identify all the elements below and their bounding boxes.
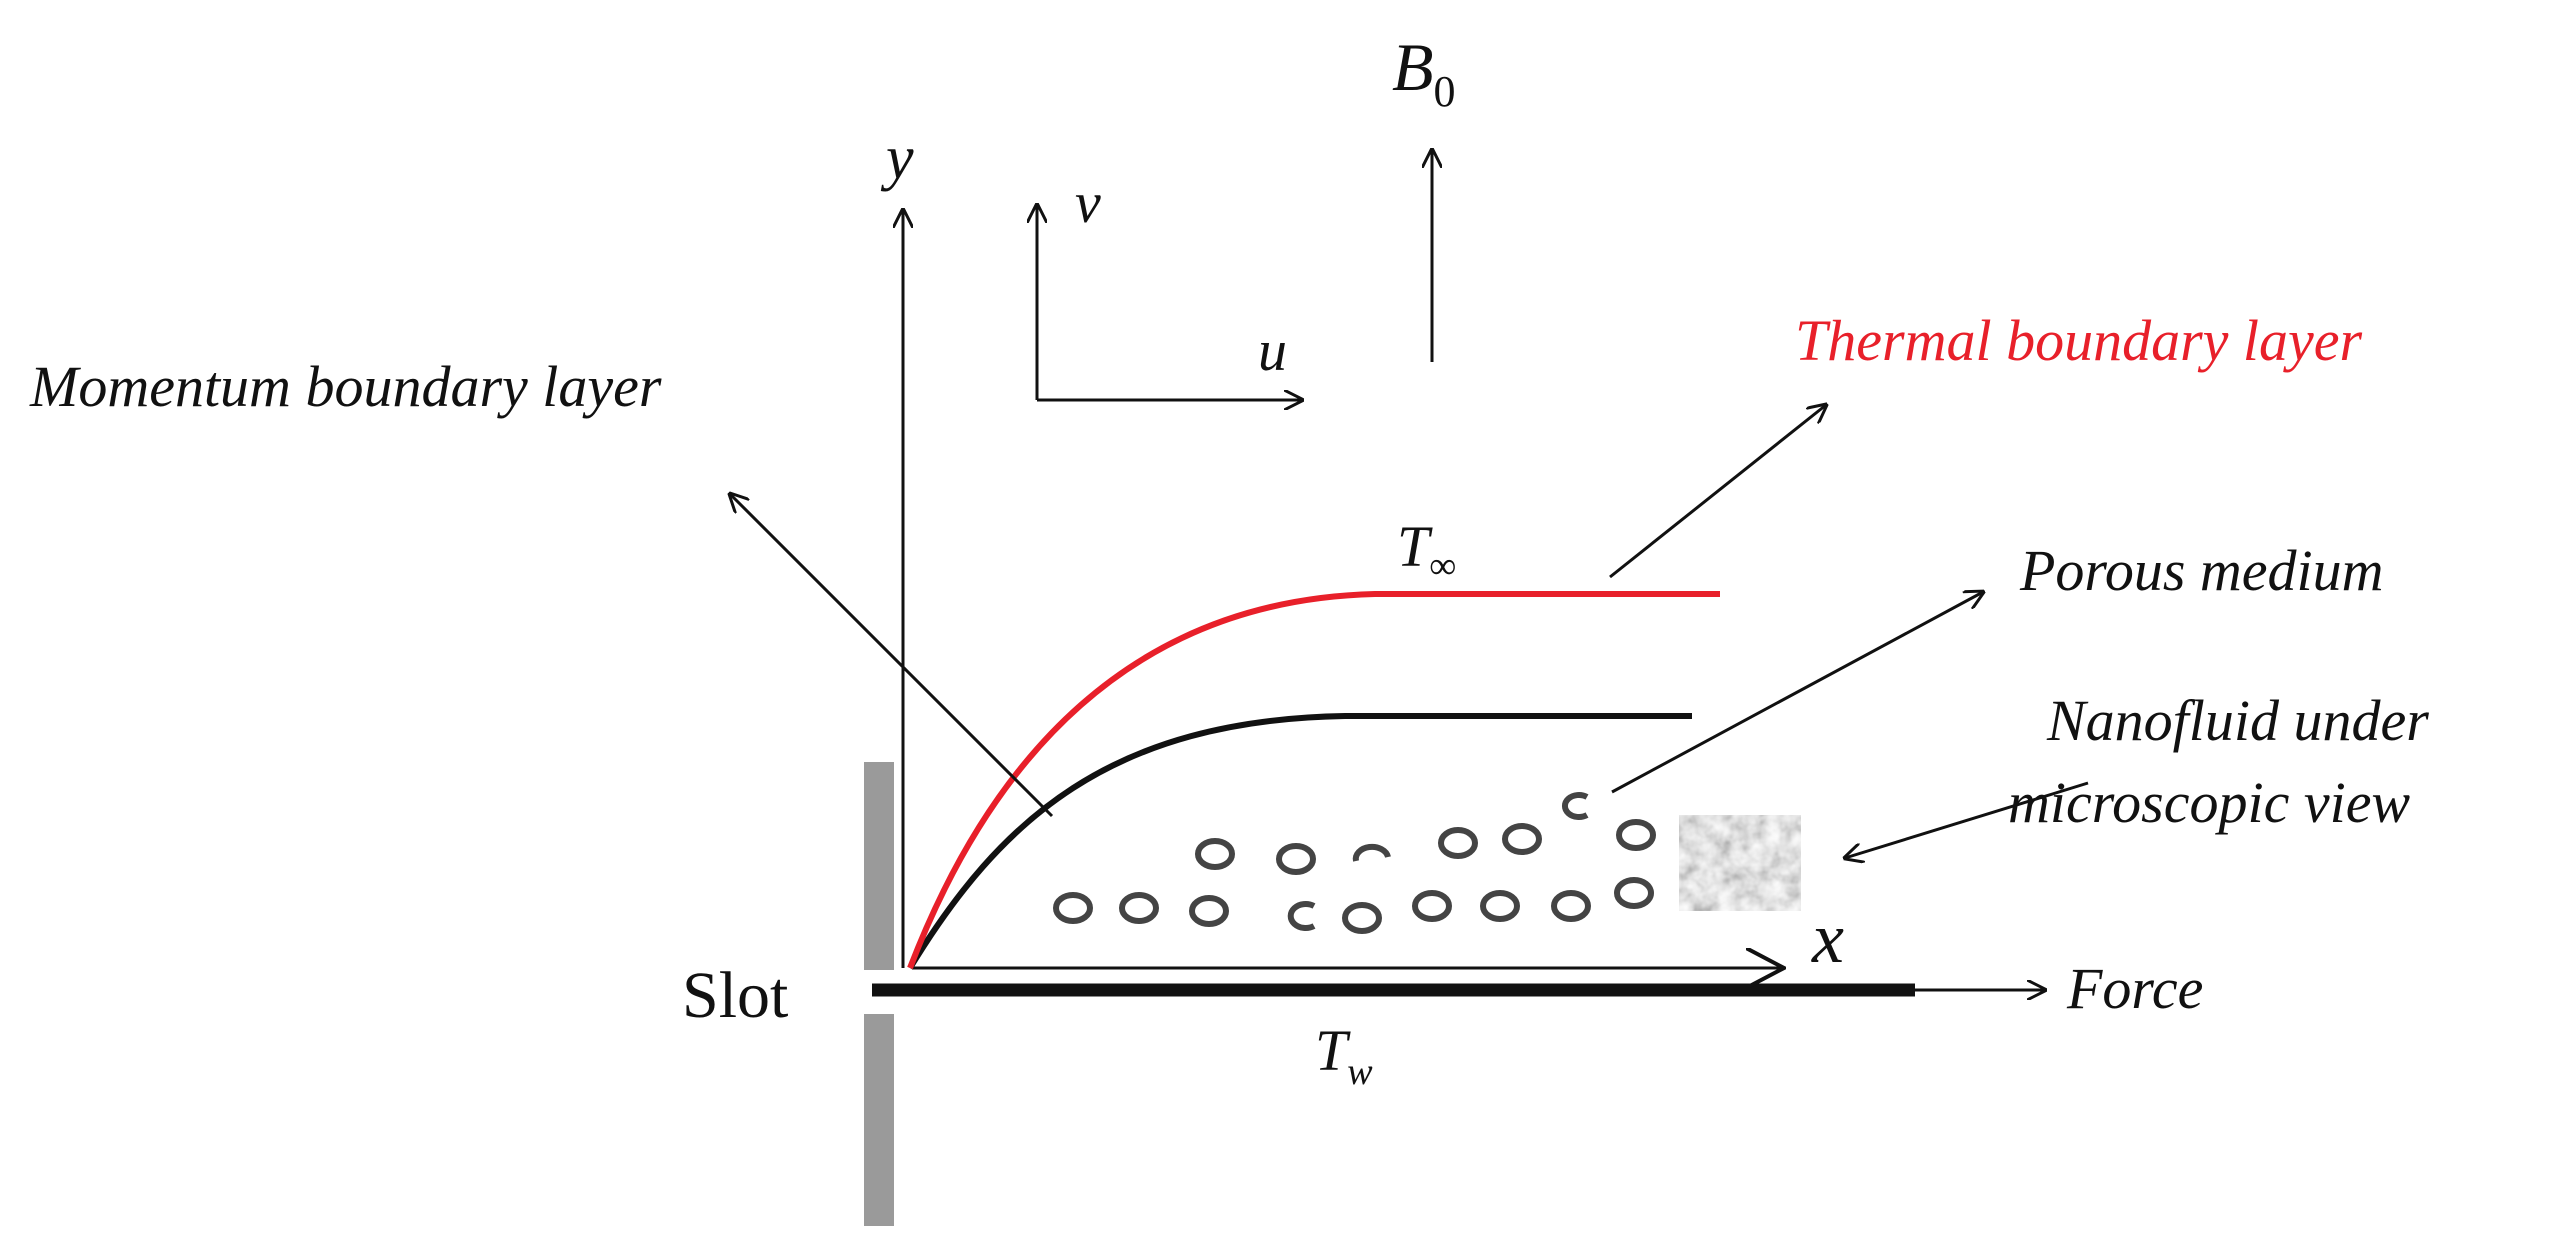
t-w-sub: w bbox=[1347, 1051, 1373, 1093]
nanoparticles bbox=[1053, 792, 1656, 934]
momentum-boundary-curve bbox=[907, 713, 1692, 970]
nanoparticle-icon bbox=[1352, 843, 1391, 862]
nanoparticle-icon bbox=[1438, 827, 1478, 859]
nanoparticle-icon bbox=[1480, 890, 1520, 922]
thermal-pointer-arrow bbox=[1609, 405, 1826, 579]
nanofluid-pointer-arrow bbox=[1845, 781, 2089, 858]
porous-pointer-arrow bbox=[1611, 592, 1983, 794]
nanoparticle-icon bbox=[1276, 843, 1316, 875]
nanoparticle-icon bbox=[1614, 877, 1654, 909]
t-infinity-label: T∞ bbox=[1397, 514, 1456, 587]
momentum-layer-label: Momentum boundary layer bbox=[29, 354, 662, 419]
slot-wall-upper bbox=[864, 762, 894, 970]
nanoparticle-icon bbox=[1287, 901, 1316, 931]
nanoparticle-icon bbox=[1053, 892, 1093, 924]
x-axis-label: x bbox=[1811, 898, 1844, 978]
slot-label: Slot bbox=[682, 959, 788, 1032]
b0-sub: 0 bbox=[1434, 67, 1456, 116]
porous-medium-label: Porous medium bbox=[2019, 538, 2384, 603]
u-velocity-label: u bbox=[1258, 318, 1287, 383]
b0-main: B bbox=[1392, 29, 1434, 105]
nanofluid-label-line2: microscopic view bbox=[2008, 770, 2410, 835]
nanoparticle-icon bbox=[1119, 892, 1159, 924]
force-label: Force bbox=[2066, 956, 2203, 1021]
t-w-main: T bbox=[1315, 1018, 1351, 1083]
nanoparticle-icon bbox=[1561, 792, 1589, 820]
b0-label: B0 bbox=[1392, 29, 1456, 116]
nanoparticle-icon bbox=[1551, 890, 1591, 922]
v-velocity-label: v bbox=[1075, 170, 1101, 235]
y-axis-label: y bbox=[880, 124, 914, 192]
nanoparticle-icon bbox=[1412, 890, 1452, 922]
t-inf-sub: ∞ bbox=[1429, 545, 1456, 587]
nanoparticle-icon bbox=[1616, 819, 1656, 851]
slot-wall-lower bbox=[864, 1014, 894, 1226]
nanofluid-label-line1: Nanofluid under bbox=[2046, 688, 2429, 753]
momentum-pointer-arrow bbox=[730, 494, 1054, 818]
thermal-layer-label: Thermal boundary layer bbox=[1795, 308, 2362, 373]
t-wall-label: Tw bbox=[1315, 1018, 1373, 1093]
thermal-boundary-curve bbox=[907, 591, 1720, 970]
porous-texture-icon bbox=[1679, 815, 1801, 911]
nanoparticle-icon bbox=[1189, 895, 1229, 927]
t-inf-main: T bbox=[1397, 514, 1433, 579]
nanoparticle-icon bbox=[1195, 838, 1235, 870]
nanoparticle-icon bbox=[1502, 823, 1542, 855]
nanoparticle-icon bbox=[1342, 902, 1382, 934]
